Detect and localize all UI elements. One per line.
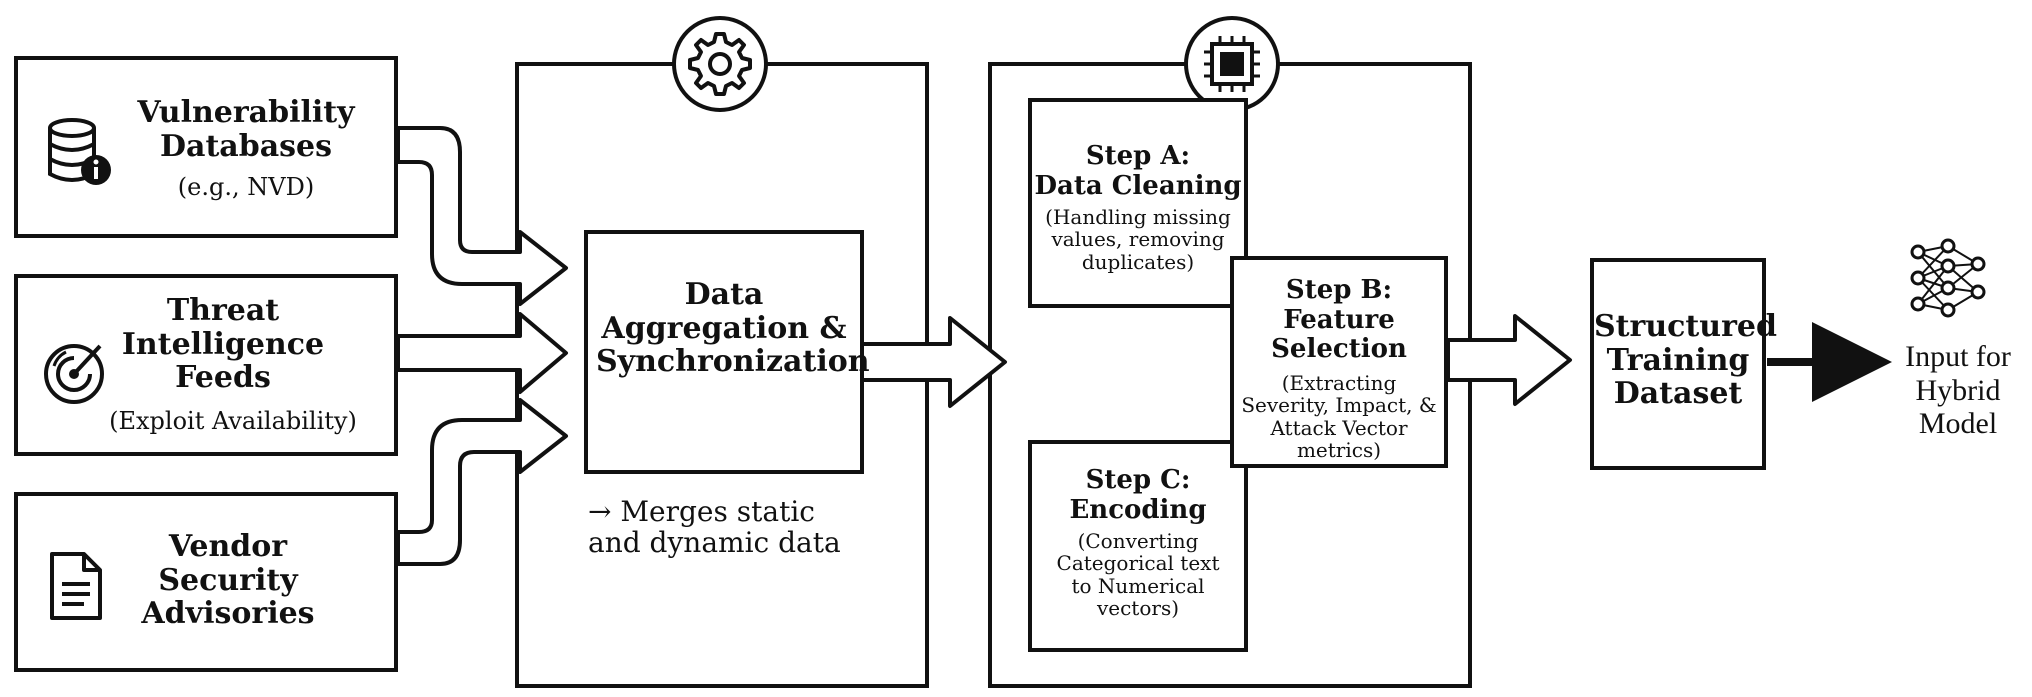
document-icon <box>48 550 104 626</box>
step-box-data-cleaning: Step A: Data Cleaning (Handling missing … <box>1028 98 1248 308</box>
aggregation-note: → Merges static and dynamic data <box>588 495 841 560</box>
gear-icon <box>670 14 770 118</box>
source-box-vendor-advisories: Vendor Security Advisories <box>14 492 398 672</box>
source-subtitle-vulnerability-databases: (e.g., NVD) <box>177 173 315 201</box>
step-b-description: (Extracting Severity, Impact, & Attack V… <box>1241 371 1437 463</box>
aggregation-box: Data Aggregation & Synchronization <box>584 230 870 474</box>
source-box-threat-intelligence: Threat Intelligence Feeds (Exploit Avail… <box>14 274 398 456</box>
source-title-vendor-advisories: Vendor Security Advisories <box>141 529 315 632</box>
source-subtitle-threat-intelligence: (Exploit Availability) <box>109 407 357 435</box>
step-b-title: Feature Selection <box>1271 305 1407 365</box>
step-box-encoding: Step C: Encoding (Converting Categorical… <box>1028 440 1248 652</box>
aggregation-title: Data Aggregation & Synchronization <box>596 277 870 380</box>
step-b-label: Step B: <box>1285 275 1393 305</box>
step-a-description: (Handling missing values, removing dupli… <box>1045 205 1231 274</box>
dataset-title: Structured Training Dataset <box>1594 309 1777 412</box>
radar-icon <box>40 336 112 412</box>
database-info-icon <box>44 116 116 192</box>
step-box-feature-selection: Step B: Feature Selection (Extracting Se… <box>1230 256 1448 468</box>
structured-dataset-box: Structured Training Dataset <box>1590 258 1777 470</box>
step-a-title: Data Cleaning <box>1034 171 1242 201</box>
arrow-threat-to-aggregation <box>396 312 568 394</box>
arrow-vulnerability-to-aggregation <box>396 126 568 306</box>
step-a-label: Step A: <box>1085 141 1191 171</box>
model-input-label: Input for Hybrid Model <box>1905 340 2011 441</box>
step-c-title: Encoding <box>1069 495 1207 525</box>
arrow-preprocessing-to-dataset <box>1446 314 1572 406</box>
step-c-description: (Converting Categorical text to Numerica… <box>1056 529 1220 621</box>
source-title-threat-intelligence: Threat Intelligence Feeds <box>121 293 325 396</box>
source-box-vulnerability-databases: Vulnerability Databases (e.g., NVD) <box>14 56 398 238</box>
arrow-aggregation-to-preprocessing <box>860 316 1007 408</box>
source-title-vulnerability-databases: Vulnerability Databases <box>137 95 355 164</box>
step-c-label: Step C: <box>1085 465 1191 495</box>
neural-network-icon <box>1908 236 1990 324</box>
arrow-vendor-to-aggregation <box>396 398 568 566</box>
